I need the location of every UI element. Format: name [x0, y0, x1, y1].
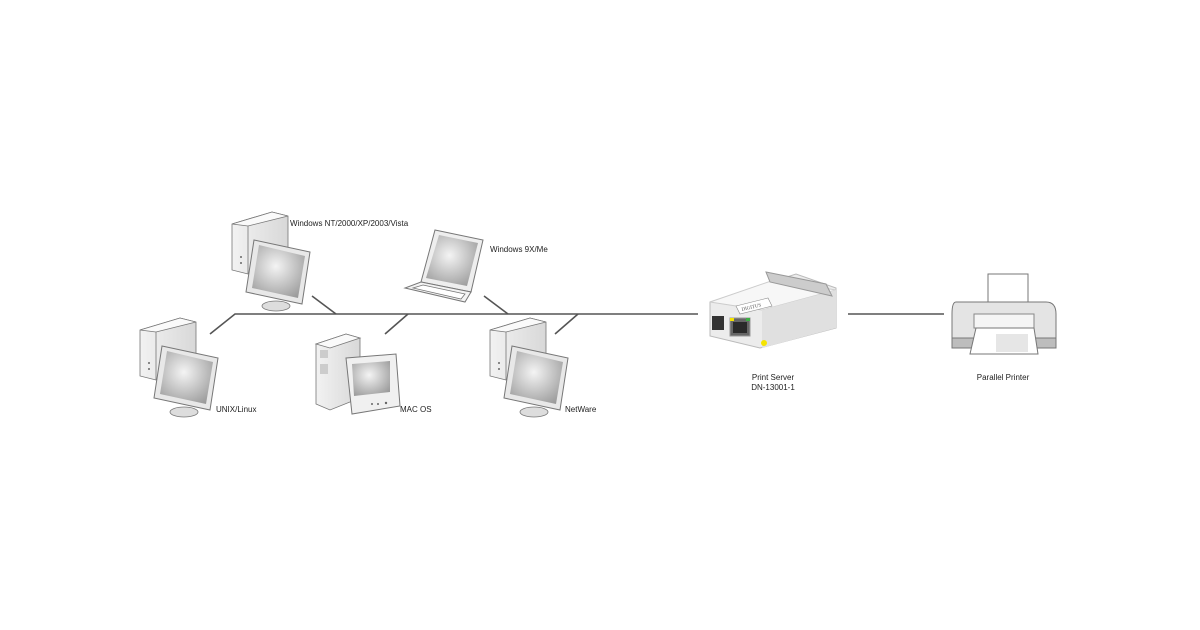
- client-label: MAC OS: [400, 405, 432, 414]
- print-server-model: DN-13001-1: [751, 383, 795, 392]
- network-bus: [209, 295, 944, 335]
- client-label: Windows 9X/Me: [490, 245, 548, 254]
- laptop-icon: [403, 229, 484, 303]
- client-label: Windows NT/2000/XP/2003/Vista: [290, 219, 409, 228]
- print-server-icon: DIGITUS: [709, 271, 837, 349]
- client-label: NetWare: [565, 405, 597, 414]
- desktop-computer-icon: [139, 317, 219, 418]
- print-server-label: Print Server: [752, 373, 795, 382]
- printer-label: Parallel Printer: [977, 373, 1030, 382]
- digitus-logo: DIGITUS: [741, 303, 762, 313]
- mac-computer-icon: [314, 333, 401, 415]
- printer-icon: [951, 273, 1057, 355]
- client-label: UNIX/Linux: [216, 405, 256, 414]
